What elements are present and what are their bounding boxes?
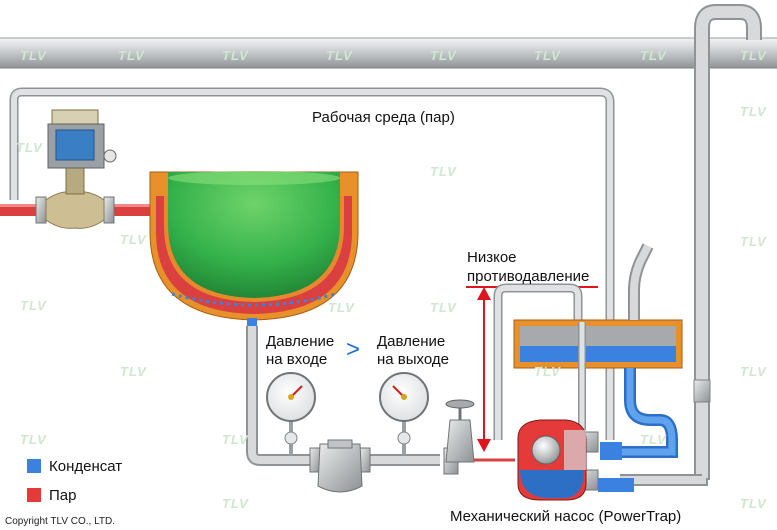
watermark: TLV [534, 364, 561, 379]
outlet-pressure-gauge [379, 372, 429, 455]
condensate-outlet-line [246, 326, 440, 466]
watermark: TLV [16, 140, 43, 155]
steam-trap [309, 439, 371, 493]
watermark: TLV [222, 432, 249, 447]
working-medium-label: Рабочая среда (пар) [312, 109, 455, 126]
inlet-pressure-label-line2: на входе [266, 351, 328, 368]
watermark: TLV [120, 232, 147, 247]
isolation-valve [443, 399, 515, 475]
inlet-pressure-label-line1: Давление [266, 333, 335, 350]
watermark: TLV [640, 48, 667, 63]
watermark: TLV [118, 48, 145, 63]
main-header-pipe [0, 37, 777, 69]
control-valve [35, 109, 117, 229]
watermark: TLV [740, 234, 767, 249]
watermark: TLV [20, 432, 47, 447]
low-backpressure-label-line2: противодавление [467, 268, 590, 285]
watermark: TLV [326, 48, 353, 63]
watermark: TLV [740, 364, 767, 379]
low-backpressure-label-line1: Низкое [467, 249, 517, 266]
outlet-pressure-label-line2: на выходе [377, 351, 449, 368]
outlet-pressure-label-line1: Давление [377, 333, 446, 350]
watermark: TLV [328, 300, 355, 315]
legend-label-steam: Пар [49, 487, 77, 504]
jacketed-vessel [149, 171, 359, 326]
watermark: TLV [20, 298, 47, 313]
steam-supply-line [9, 87, 615, 440]
watermark: TLV [430, 164, 457, 179]
watermark: TLV [222, 496, 249, 511]
watermark: TLV [740, 496, 767, 511]
watermark: TLV [120, 364, 147, 379]
watermark: TLV [740, 48, 767, 63]
watermark: TLV [20, 48, 47, 63]
watermark: TLV [430, 300, 457, 315]
legend-label-condensate: Конденсат [49, 458, 123, 475]
watermark: TLV [534, 48, 561, 63]
legend-swatch-condensate [27, 459, 41, 473]
powertrap-pump [517, 419, 634, 501]
watermark: TLV [430, 48, 457, 63]
receiver-tank [493, 243, 683, 458]
copyright-text: Copyright TLV CO., LTD. [5, 516, 116, 527]
watermark: TLV [740, 104, 767, 119]
watermark: TLV [640, 432, 667, 447]
legend-swatch-steam [27, 488, 41, 502]
comparison-sign: > [346, 336, 361, 363]
return-riser-pipe [620, 4, 762, 486]
inlet-pressure-gauge [266, 372, 316, 455]
pump-name-label: Механический насос (PowerTrap) [450, 508, 682, 525]
watermark: TLV [222, 48, 249, 63]
